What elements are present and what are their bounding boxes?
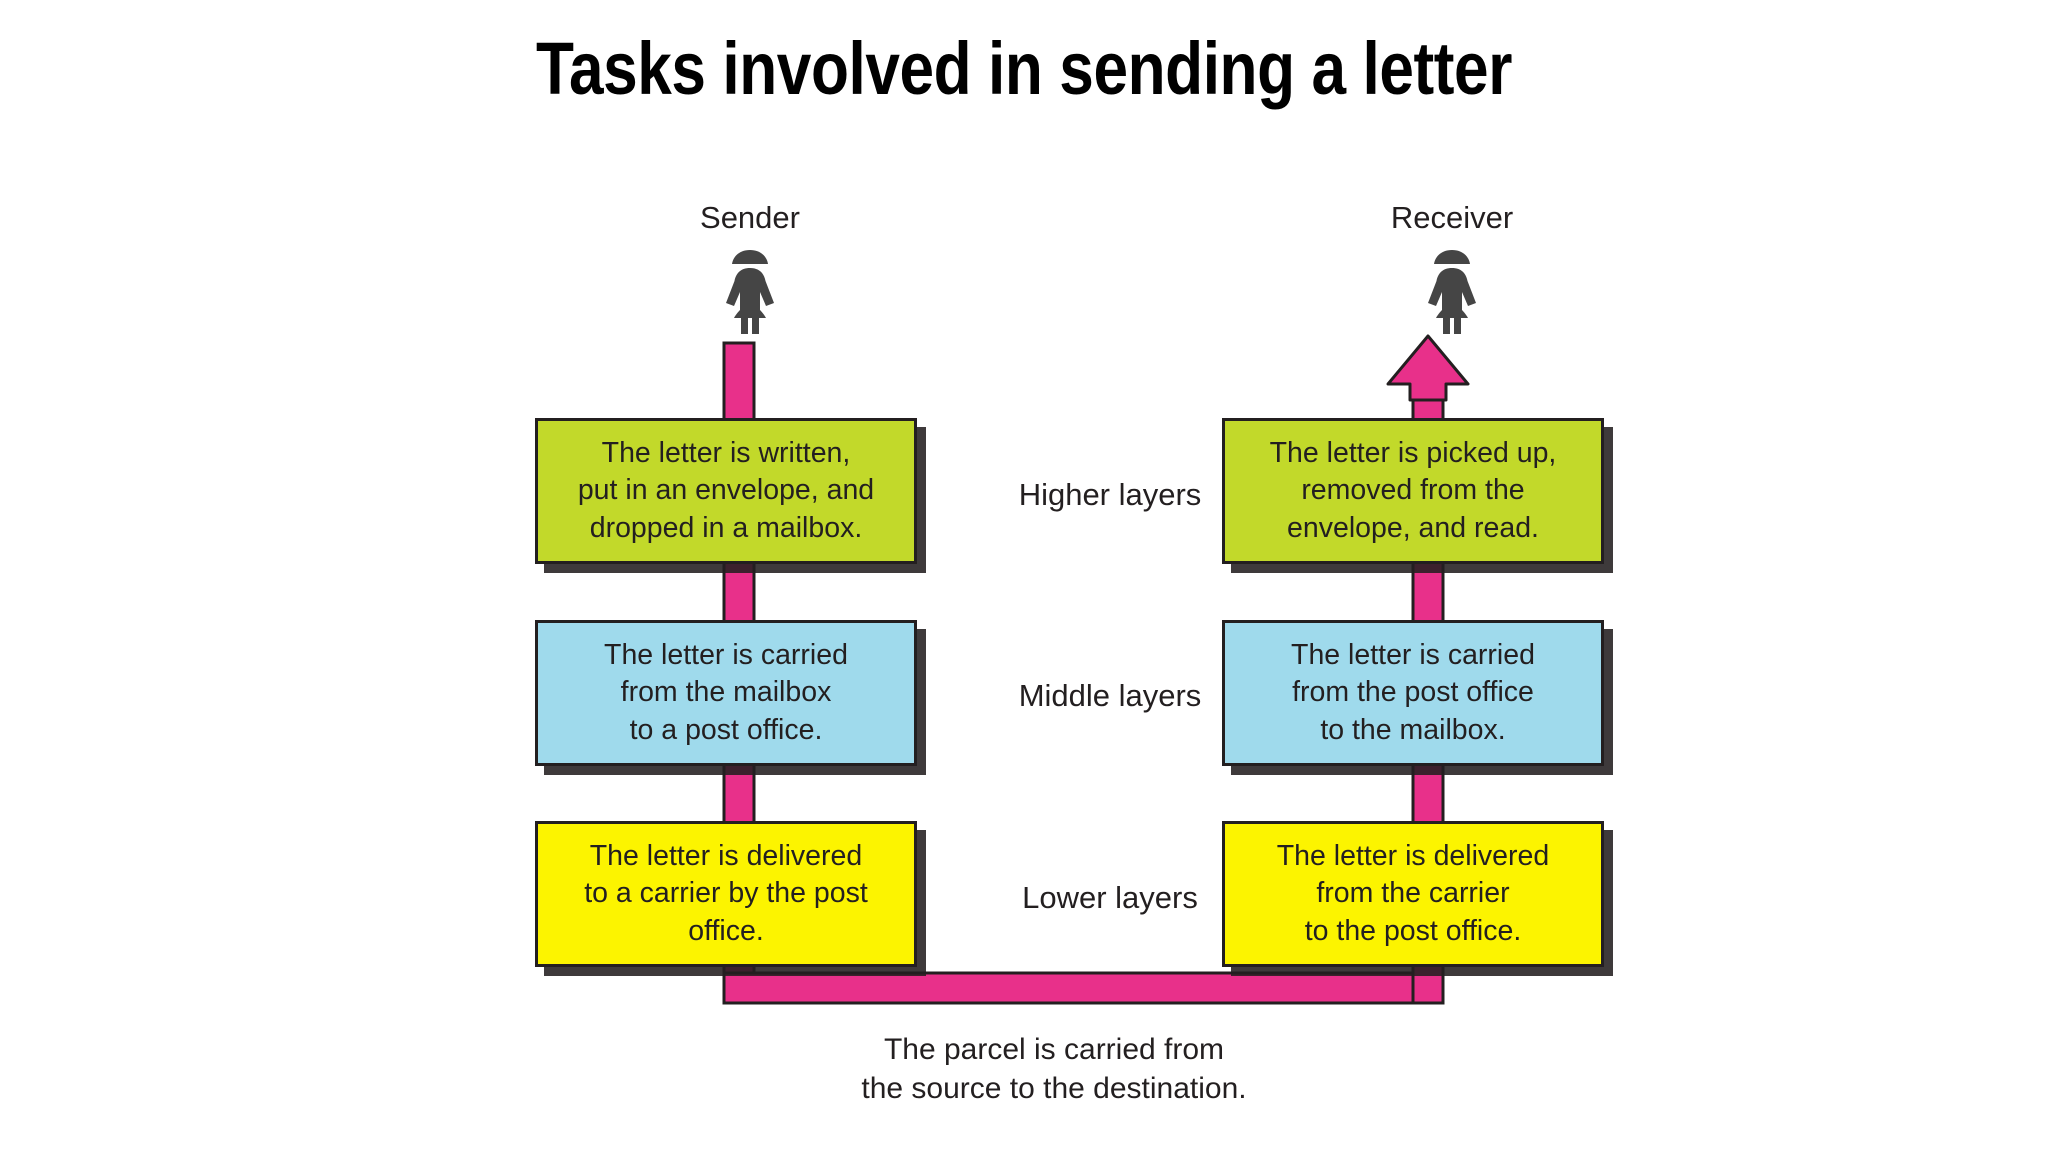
text-line: The letter is carried — [1291, 639, 1535, 672]
text-line: The letter is carried — [604, 639, 848, 672]
sender-higher-layer-text: The letter is written, put in an envelop… — [578, 435, 874, 546]
receiver-higher-layer-box: The letter is picked up, removed from th… — [1222, 418, 1604, 564]
text-line: to a carrier by the post — [584, 877, 868, 910]
text-line: from the mailbox — [620, 676, 832, 709]
caption-line: The parcel is carried from — [883, 1033, 1225, 1066]
text-line: from the post office — [1292, 676, 1534, 709]
text-line: The letter is delivered — [589, 840, 863, 873]
receiver-middle-layer-text: The letter is carried from the post offi… — [1291, 637, 1535, 748]
text-line: office. — [688, 914, 764, 947]
receiver-higher-layer-text: The letter is picked up, removed from th… — [1270, 435, 1557, 546]
arrow-up-icon — [1386, 334, 1470, 402]
caption-line: the source to the destination. — [861, 1072, 1247, 1105]
text-line: removed from the — [1301, 474, 1525, 507]
receiver-lower-layer-box: The letter is delivered from the carrier… — [1222, 821, 1604, 967]
layer-label-higher: Higher layers — [1018, 477, 1202, 512]
text-line: dropped in a mailbox. — [589, 511, 863, 544]
sender-lower-layer-text: The letter is delivered to a carrier by … — [584, 838, 868, 949]
sender-lower-layer-box: The letter is delivered to a carrier by … — [535, 821, 917, 967]
receiver-person-icon — [1428, 250, 1476, 334]
receiver-lower-layer-text: The letter is delivered from the carrier… — [1277, 838, 1549, 949]
text-line: The letter is picked up, — [1269, 437, 1557, 470]
page-title: Tasks involved in sending a letter — [536, 27, 1512, 110]
sender-middle-layer-box: The letter is carried from the mailbox t… — [535, 620, 917, 766]
text-line: The letter is delivered — [1276, 840, 1550, 873]
receiver-label: Receiver — [1390, 200, 1514, 235]
text-line: to the post office. — [1304, 914, 1522, 947]
bottom-path-segment — [722, 971, 1434, 1005]
sender-label: Sender — [700, 200, 800, 235]
receiver-middle-layer-box: The letter is carried from the post offi… — [1222, 620, 1604, 766]
sender-higher-layer-box: The letter is written, put in an envelop… — [535, 418, 917, 564]
text-line: The letter is written, — [601, 437, 851, 470]
text-line: to a post office. — [629, 713, 823, 746]
layer-label-middle: Middle layers — [1018, 678, 1202, 713]
sender-middle-layer-text: The letter is carried from the mailbox t… — [604, 637, 848, 748]
text-line: to the mailbox. — [1320, 713, 1506, 746]
text-line: from the carrier — [1316, 877, 1510, 910]
sender-person-icon — [726, 250, 774, 334]
text-line: put in an envelope, and — [577, 474, 875, 507]
bottom-caption: The parcel is carried from the source to… — [724, 1030, 1384, 1108]
layer-label-lower: Lower layers — [1022, 880, 1198, 915]
text-line: envelope, and read. — [1287, 511, 1539, 544]
